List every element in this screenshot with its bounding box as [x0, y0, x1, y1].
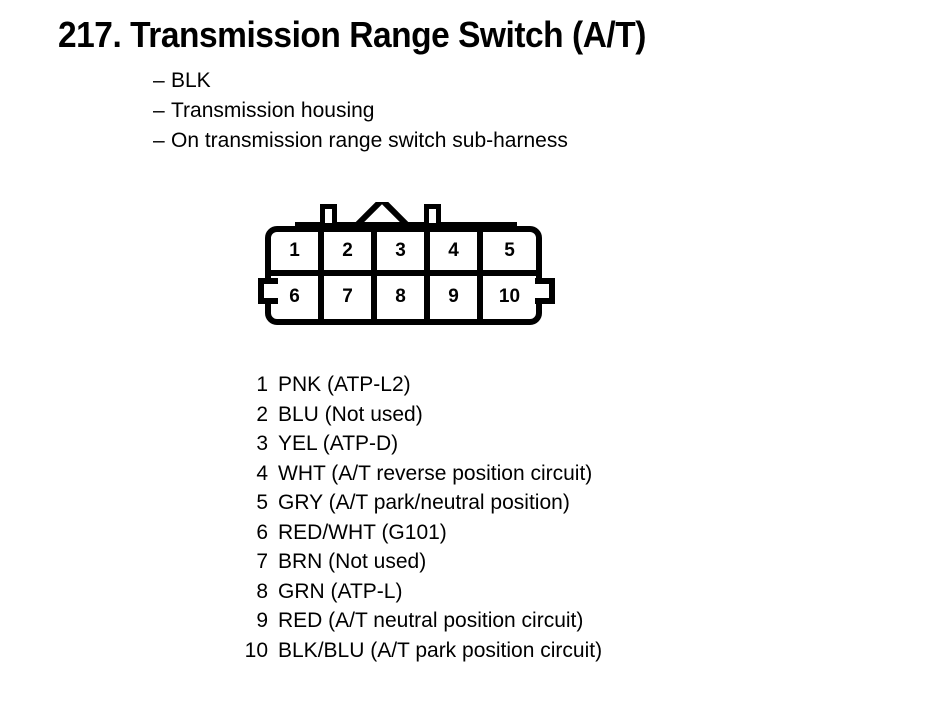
pin-cell: 9 — [430, 275, 483, 319]
legend-row: 5 GRY (A/T park/neutral position) — [238, 488, 602, 518]
legend-pin-description: RED/WHT (G101) — [278, 520, 447, 544]
pin-cell: 8 — [377, 275, 430, 319]
legend-row: 7 BRN (Not used) — [238, 547, 602, 577]
pin-cell: 3 — [377, 232, 430, 276]
legend-pin-number: 3 — [256, 432, 268, 455]
connector-body — [265, 226, 542, 325]
note-dash: – — [153, 99, 165, 122]
legend-pin-description: BLK/BLU (A/T park position circuit) — [278, 638, 603, 662]
pin-cell: 1 — [271, 232, 324, 276]
legend-row: 2 BLU (Not used) — [238, 400, 602, 430]
legend-row: 6 RED/WHT (G101) — [238, 518, 602, 548]
pin-cell: 7 — [324, 275, 377, 319]
legend-pin-description: BLU (Not used) — [278, 402, 423, 426]
connector-latch-post-left — [320, 204, 337, 228]
pin-cell: 4 — [430, 232, 483, 276]
connector-side-tab-left-join — [266, 284, 276, 298]
connector-latch-post-right — [424, 204, 441, 228]
note-dash: – — [153, 69, 165, 92]
legend-row: 9 RED (A/T neutral position circuit) — [238, 606, 602, 636]
legend-pin-description: WHT (A/T reverse position circuit) — [278, 461, 593, 485]
pin-cell: 6 — [271, 275, 324, 319]
notes-list: –BLK –Transmission housing –On transmiss… — [153, 66, 568, 156]
legend-pin-number: 8 — [256, 579, 268, 603]
pin-legend: 1 PNK (ATP-L2) 2 BLU (Not used) 3 YEL (A… — [238, 370, 602, 665]
legend-pin-description: BRN (Not used) — [278, 550, 427, 573]
note-line: –On transmission range switch sub-harnes… — [153, 126, 568, 156]
note-line: –Transmission housing — [153, 96, 568, 126]
legend-pin-number: 6 — [256, 520, 268, 544]
connector-latch-peak-icon — [354, 202, 410, 228]
legend-row: 4 WHT (A/T reverse position circuit) — [238, 459, 602, 489]
legend-row: 3 YEL (ATP-D) — [238, 429, 602, 459]
note-text: Transmission housing — [171, 99, 375, 122]
legend-row: 10 BLK/BLU (A/T park position circuit) — [238, 636, 602, 666]
legend-pin-description: YEL (ATP-D) — [278, 432, 399, 455]
legend-pin-description: RED (A/T neutral position circuit) — [278, 609, 584, 632]
legend-pin-number: 10 — [244, 638, 268, 662]
legend-pin-number: 7 — [256, 550, 268, 573]
legend-pin-number: 4 — [256, 461, 268, 485]
legend-pin-number: 1 — [256, 373, 268, 396]
pin-cell: 10 — [498, 286, 521, 308]
page-title: 217. Transmission Range Switch (A/T) — [58, 14, 646, 55]
connector-diagram: 1 2 3 4 5 6 7 8 9 10 — [258, 196, 558, 331]
pin-cell: 2 — [324, 232, 377, 276]
legend-row: 8 GRN (ATP-L) — [238, 577, 602, 607]
legend-pin-description: GRY (A/T park/neutral position) — [278, 491, 570, 514]
legend-pin-description: GRN (ATP-L) — [278, 579, 403, 603]
note-text: BLK — [171, 69, 211, 92]
legend-pin-number: 9 — [256, 609, 268, 632]
note-line: –BLK — [153, 66, 568, 96]
legend-pin-description: PNK (ATP-L2) — [278, 373, 411, 396]
note-text: On transmission range switch sub-harness — [171, 129, 568, 152]
legend-row: 1 PNK (ATP-L2) — [238, 370, 602, 400]
connector-side-tab-right-join — [533, 284, 543, 298]
legend-pin-number: 2 — [256, 402, 268, 426]
note-dash: – — [153, 129, 165, 152]
connector-pin-grid: 1 2 3 4 5 6 7 8 9 10 — [271, 232, 536, 319]
pin-cell: 5 — [483, 232, 536, 276]
legend-pin-number: 5 — [256, 491, 268, 514]
